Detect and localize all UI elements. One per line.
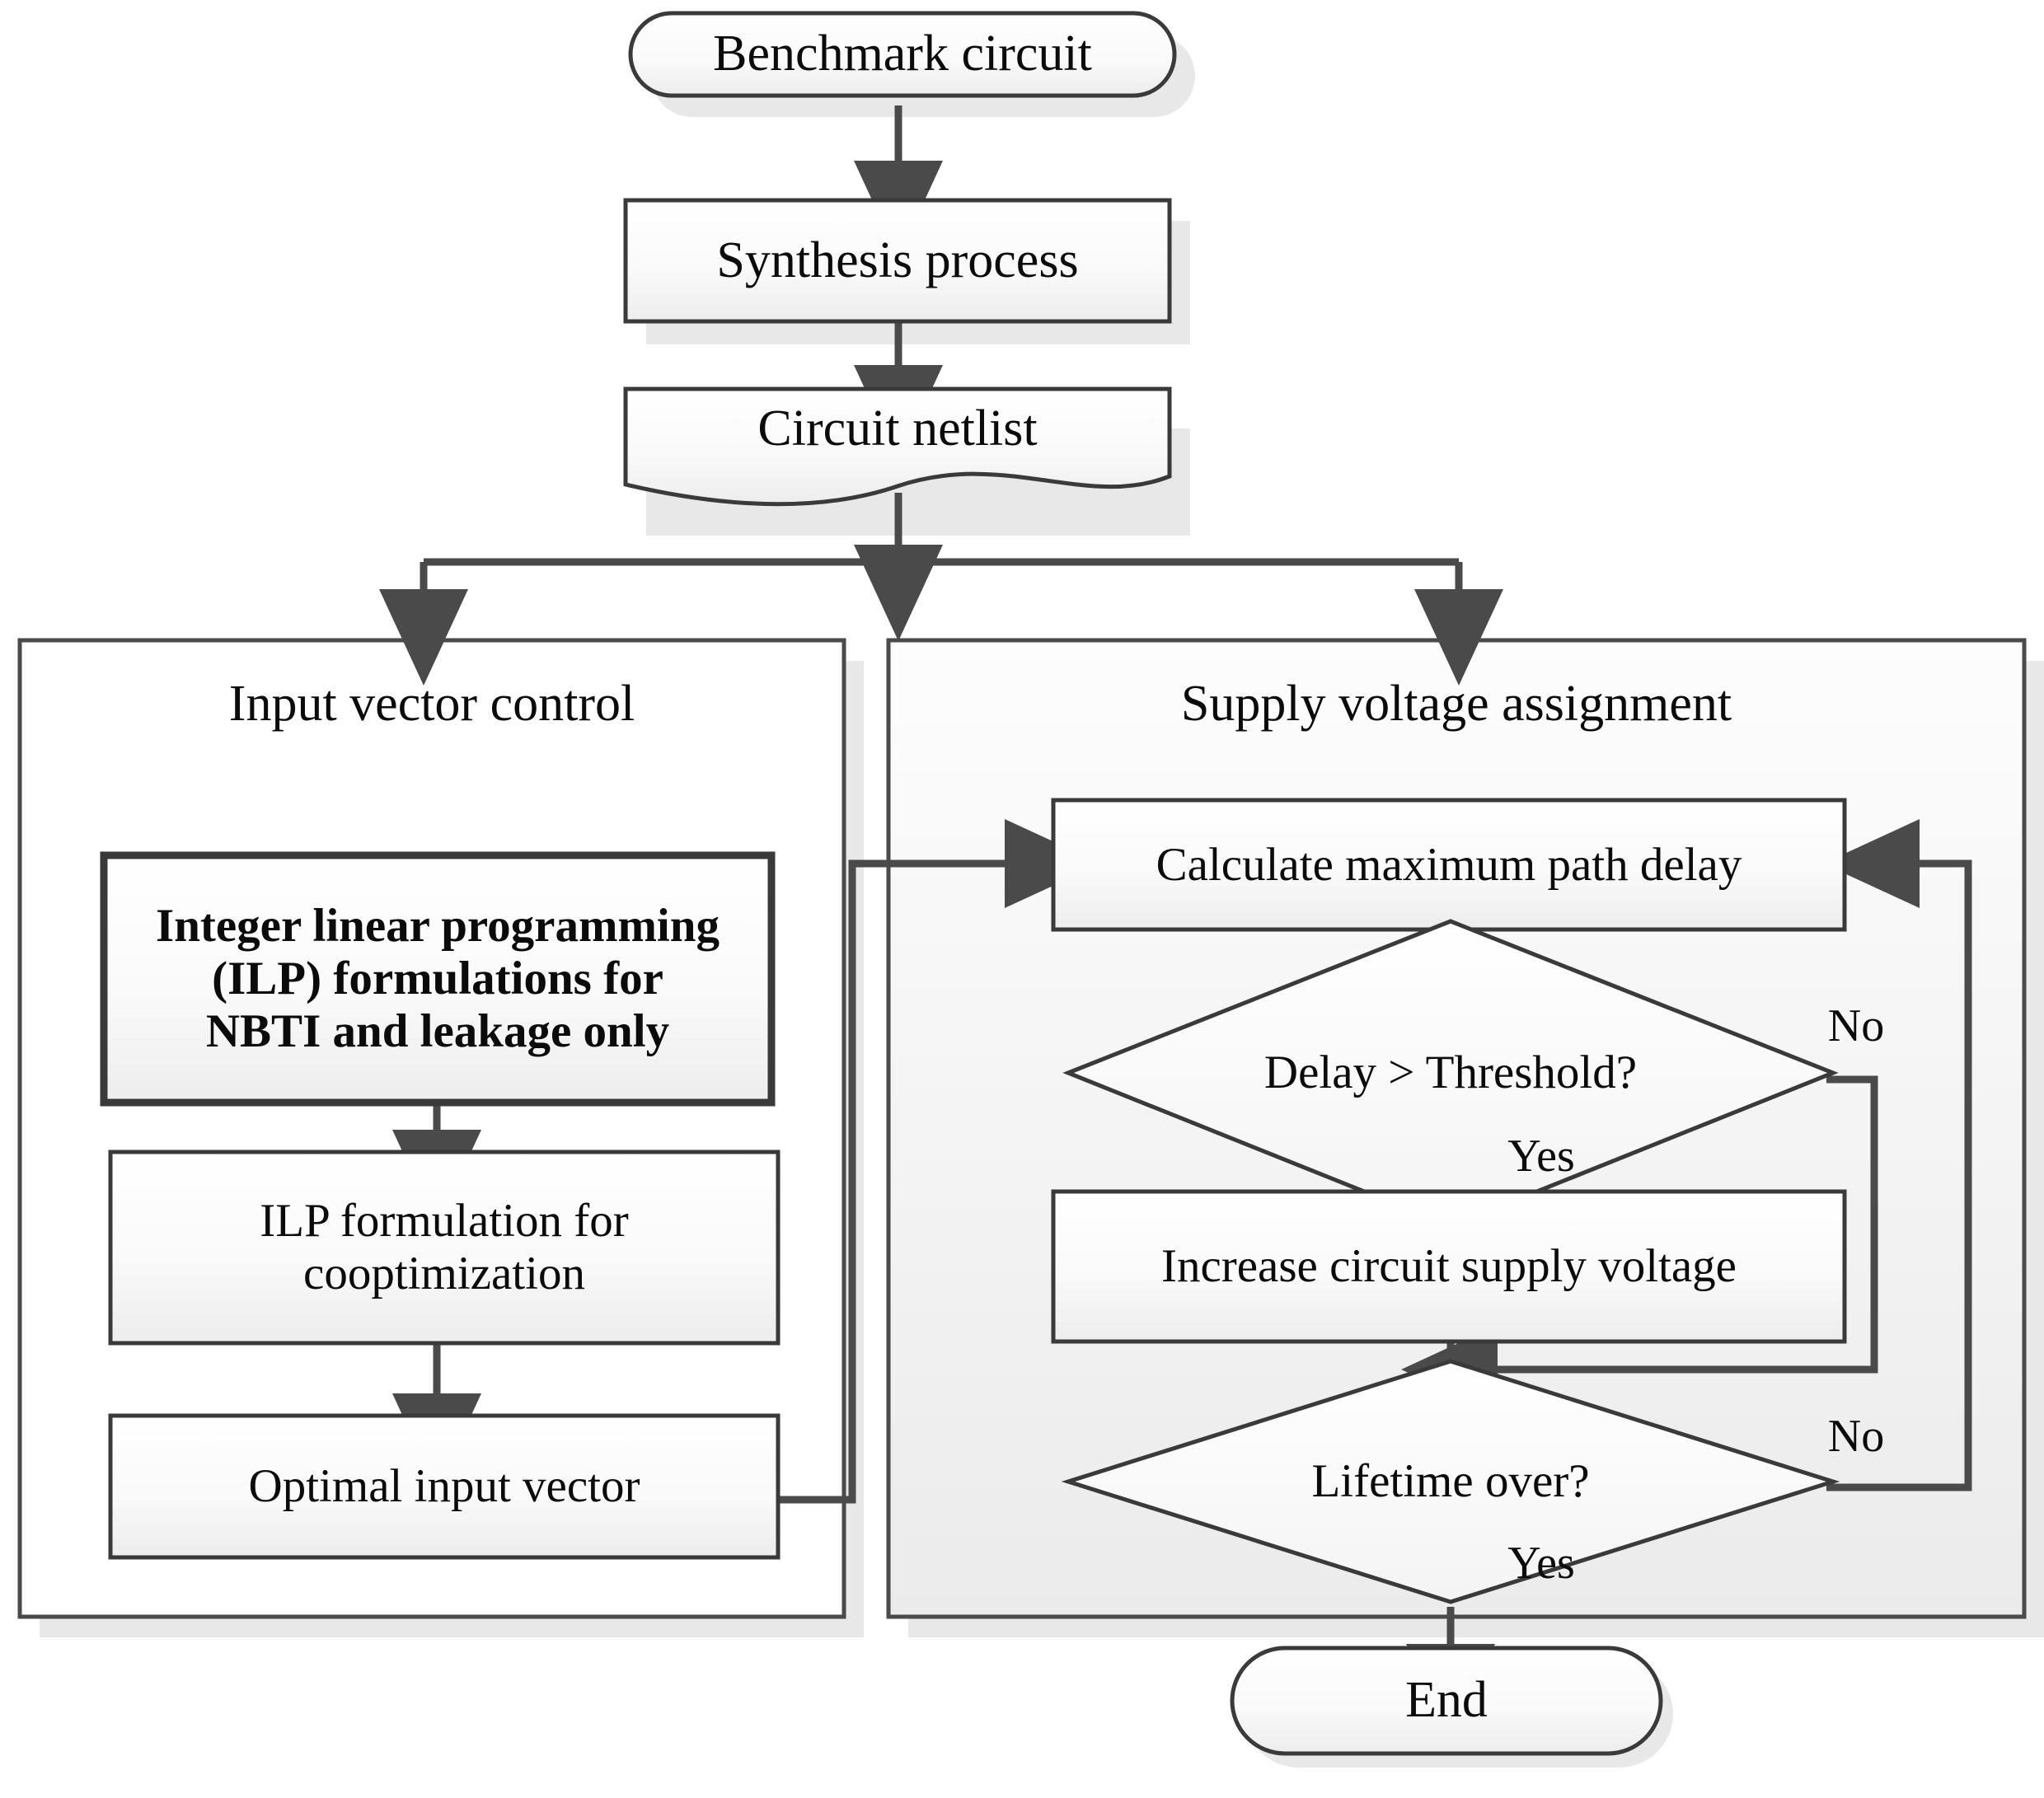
node-lifetime-over-decision[interactable]	[1061, 1359, 1840, 1604]
node-circuit-netlist[interactable]	[623, 386, 1172, 507]
edge-lifetime-no-to-calc	[1823, 819, 1972, 1491]
connector-layer	[379, 105, 1972, 1740]
node-synthesis-process[interactable]	[623, 198, 1172, 324]
edge-optimal-to-calc	[766, 819, 1101, 1504]
node-increase-supply-voltage[interactable]	[1051, 1189, 1847, 1344]
node-end[interactable]	[1230, 1646, 1663, 1756]
edge-delay-no-to-merge	[1401, 1075, 1878, 1414]
node-optimal-input-vector[interactable]	[108, 1413, 781, 1560]
node-ilp-cooptimization[interactable]	[108, 1150, 781, 1346]
node-calculate-max-path-delay[interactable]	[1051, 798, 1847, 932]
node-ilp-nbti-leakage[interactable]	[100, 851, 776, 1107]
node-delay-threshold-decision[interactable]	[1062, 919, 1839, 1229]
node-benchmark-circuit[interactable]	[628, 11, 1177, 98]
